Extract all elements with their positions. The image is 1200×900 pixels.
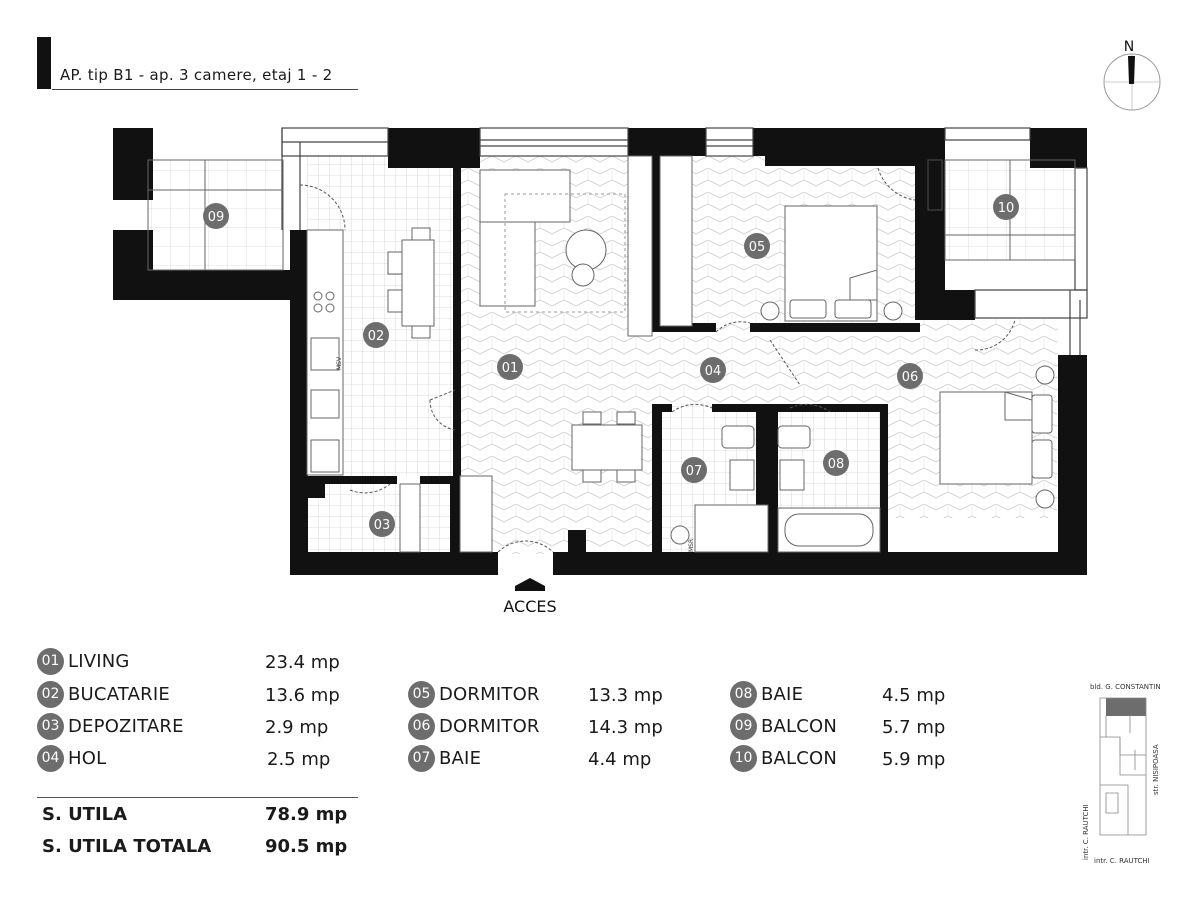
legend-item-hall: 04 HOL (37, 744, 107, 772)
room-area: 2.9 mp (265, 717, 329, 738)
svg-text:04: 04 (705, 364, 722, 379)
svg-text:02: 02 (368, 329, 385, 344)
legend-item-balcony-10: 10 BALCON (730, 744, 838, 772)
svg-text:10: 10 (998, 201, 1015, 216)
room-number-badge: 08 (730, 680, 757, 708)
room-name: LIVING (68, 650, 130, 672)
room-name: BAIE (761, 683, 804, 705)
svg-text:03: 03 (374, 518, 391, 533)
legend-item-bath-08: 08 BAIE (730, 680, 804, 708)
room-name: DORMITOR (439, 683, 540, 705)
kitchen-furniture (306, 227, 435, 553)
north-label: N (1124, 39, 1134, 55)
svg-text:01: 01 (502, 361, 519, 376)
room-name: BAIE (439, 747, 482, 769)
living-furniture (459, 155, 653, 553)
total-area-label: S. UTILA TOTALA (42, 836, 212, 857)
totals-divider (37, 797, 358, 798)
room-area: 13.3 mp (588, 685, 663, 706)
legend-item-bedroom-05: 05 DORMITOR (408, 680, 540, 708)
room-area: 13.6 mp (265, 685, 340, 706)
legend-item-storage: 03 DEPOZITARE (37, 712, 184, 740)
room-number-badge: 09 (730, 712, 757, 740)
room-name: BALCON (761, 747, 838, 769)
door-swings (299, 167, 1016, 553)
apartment-highlight (1106, 698, 1146, 716)
walls (113, 128, 1087, 575)
floor-plan: MSV MSR (113, 39, 1161, 616)
total-area-value: 90.5 mp (265, 836, 348, 857)
useful-area-value: 78.9 mp (265, 804, 348, 825)
compass: N (1103, 39, 1161, 111)
street-right-label: str. NISIPOASA (1152, 744, 1160, 795)
room-number-badge: 03 (37, 712, 64, 740)
plan-title: AP. tip B1 - ap. 3 camere, etaj 1 - 2 (60, 66, 333, 84)
room-area: 5.9 mp (882, 749, 946, 770)
room-area: 4.5 mp (882, 685, 946, 706)
room-name: BALCON (761, 715, 838, 737)
room-area: 2.5 mp (267, 749, 331, 770)
bedroom-05-furniture (659, 155, 903, 327)
room-name: HOL (68, 747, 107, 769)
room-area: 14.3 mp (588, 717, 663, 738)
street-left-label: intr. C. RAUTCHI (1082, 804, 1090, 860)
room-number-badge: 10 (730, 744, 757, 772)
room-number-badge: 06 (408, 712, 435, 740)
useful-area-label: S. UTILA (42, 804, 128, 825)
svg-text:06: 06 (902, 370, 919, 385)
bedroom-06-furniture (939, 365, 1055, 509)
entrance-arrow-base (515, 586, 545, 591)
svg-text:05: 05 (749, 240, 766, 255)
street-bottom-label: intr. C. RAUTCHI (1094, 857, 1150, 865)
room-area: 23.4 mp (265, 652, 340, 673)
msv-label: MSV (336, 356, 343, 370)
room-name: DORMITOR (439, 715, 540, 737)
room-name: BUCATARIE (68, 683, 170, 705)
legend-item-bedroom-06: 06 DORMITOR (408, 712, 540, 740)
entrance-arrow (515, 578, 545, 586)
legend-item-bath-07: 07 BAIE (408, 744, 482, 772)
street-top-label: bld. G. CONSTANTIN (1090, 683, 1161, 691)
title-marker (37, 37, 51, 89)
legend-item-living: 01 LIVING (37, 647, 130, 675)
svg-text:09: 09 (208, 210, 225, 225)
plan-room-labels: 09 10 02 01 05 04 06 07 08 03 (203, 194, 1019, 537)
room-name: DEPOZITARE (68, 715, 184, 737)
room-number-badge: 01 (37, 647, 64, 675)
legend-item-balcony-09: 09 BALCON (730, 712, 838, 740)
room-number-badge: 02 (37, 680, 64, 708)
site-plan: bld. G. CONSTANTIN str. NISIPOASA intr. … (1082, 683, 1161, 865)
svg-text:08: 08 (828, 457, 845, 472)
room-area: 4.4 mp (588, 749, 652, 770)
legend-item-kitchen: 02 BUCATARIE (37, 680, 170, 708)
room-number-badge: 04 (37, 744, 64, 772)
title-underline (52, 89, 358, 90)
bath-fixtures (670, 425, 881, 553)
room-area: 5.7 mp (882, 717, 946, 738)
msr-label: MSR (688, 539, 695, 552)
entrance-label: ACCES (503, 597, 556, 616)
svg-text:07: 07 (686, 464, 703, 479)
room-number-badge: 05 (408, 680, 435, 708)
room-number-badge: 07 (408, 744, 435, 772)
